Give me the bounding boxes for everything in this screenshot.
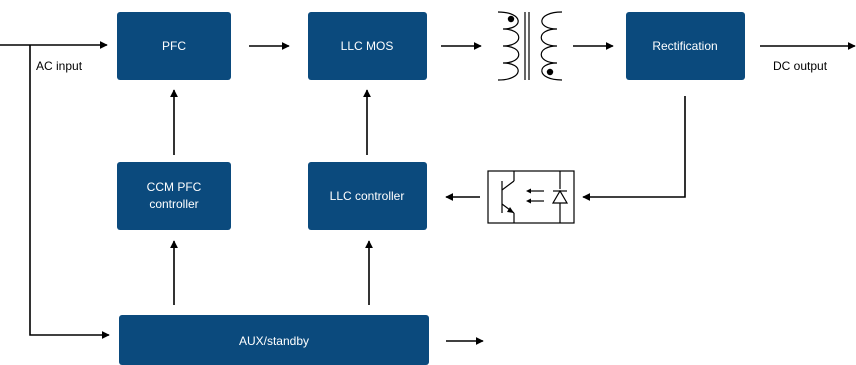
transformer-icon [497, 11, 563, 81]
llc-controller-label: LLC controller [330, 189, 405, 203]
pfc-block: PFC [117, 12, 231, 80]
pfc-label: PFC [162, 39, 186, 53]
ccm-pfc-controller-block: CCM PFC controller [117, 162, 231, 230]
aux-standby-label: AUX/standby [239, 334, 309, 348]
dc-output-label: DC output [773, 59, 828, 73]
rectification-label: Rectification [652, 39, 717, 53]
rectification-block: Rectification [626, 12, 745, 80]
llc-mos-block: LLC MOS [308, 12, 427, 80]
llc-controller-block: LLC controller [308, 162, 427, 230]
rectification-feedback-arrow [582, 96, 686, 201]
aux-standby-block: AUX/standby [119, 315, 429, 365]
llc-mos-label: LLC MOS [341, 39, 394, 53]
optocoupler-icon [487, 170, 575, 224]
ccm-pfc-controller-label-line1: CCM PFC [147, 180, 202, 194]
ccm-pfc-controller-label-line2: controller [149, 197, 198, 211]
input-to-aux-arrow [29, 45, 110, 339]
ac-input-label: AC input [36, 59, 83, 73]
